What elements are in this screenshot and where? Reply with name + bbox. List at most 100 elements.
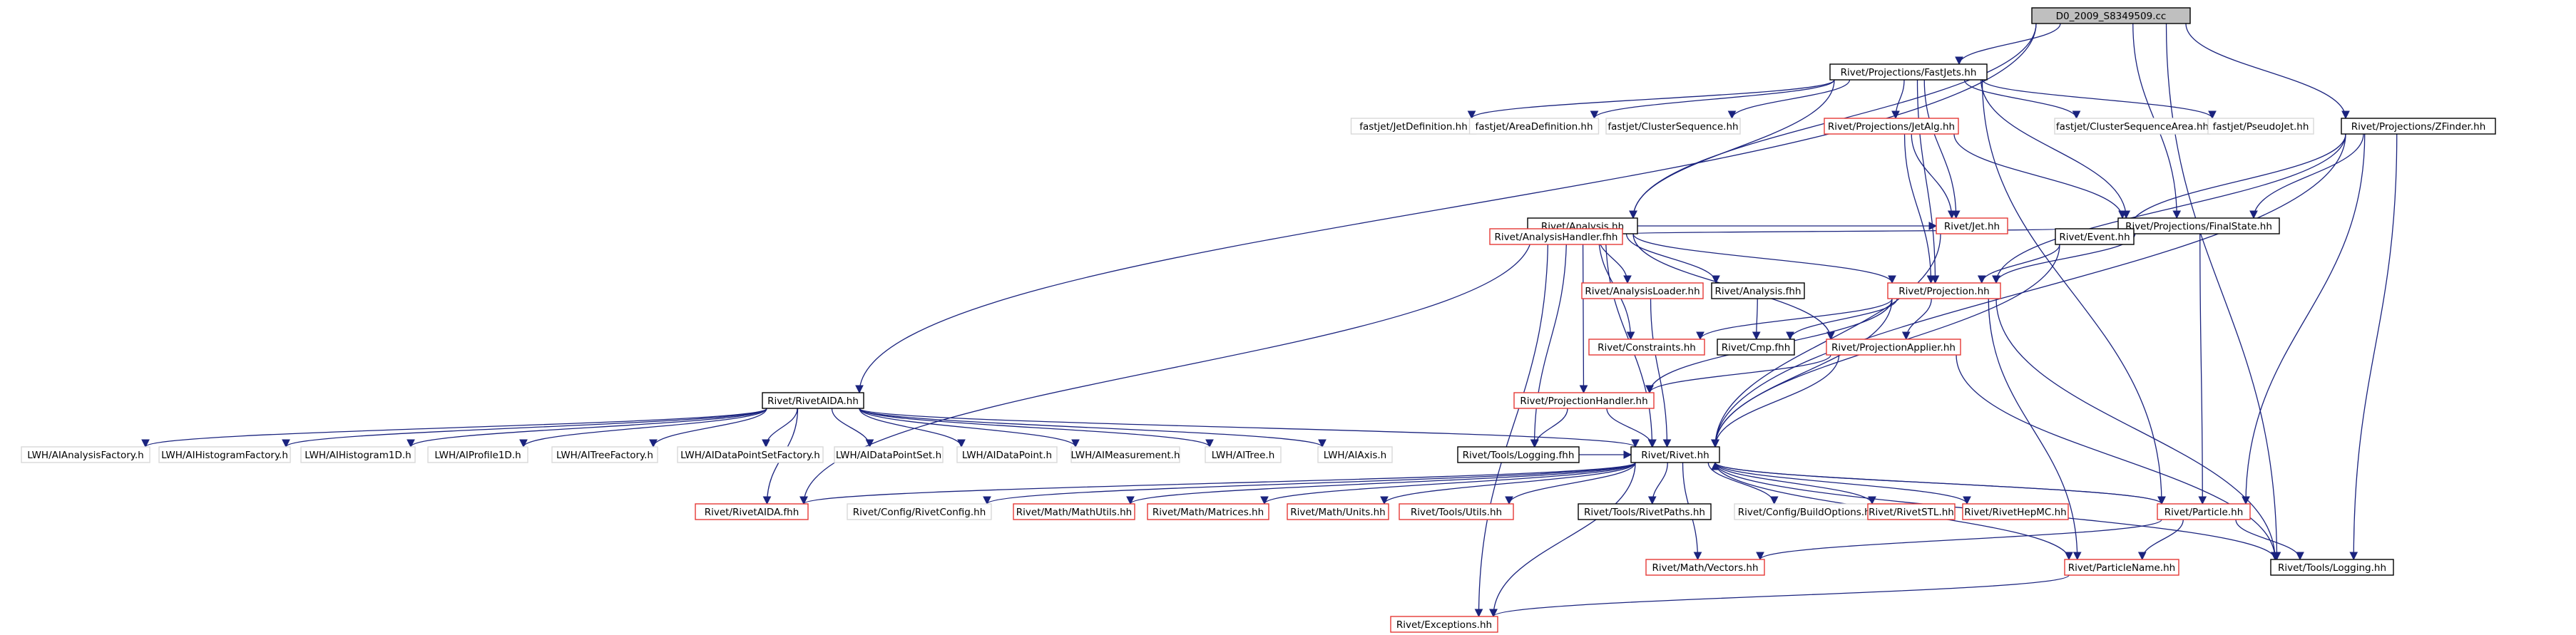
- edge-fastjets-to-jetalg: [1891, 79, 1905, 120]
- node-label: fastjet/PseudoJet.hh: [2213, 121, 2309, 133]
- node-label: Rivet/Analysis.fhh: [1714, 286, 1801, 297]
- node-areadef: fastjet/AreaDefinition.hh: [1468, 118, 1600, 135]
- edge-analysis-to-projhandler: [1579, 233, 1588, 394]
- node-root[interactable]: D0_2009_S8349509.cc: [2031, 7, 2191, 24]
- node-aloader[interactable]: Rivet/AnalysisLoader.hh: [1581, 282, 1704, 299]
- node-label: Rivet/Jet.hh: [1944, 221, 2000, 232]
- node-box: [2064, 559, 2179, 576]
- node-box: [2031, 7, 2191, 24]
- node-label: LWH/AIMeasurement.h: [1070, 450, 1180, 461]
- node-rivetaidafhh[interactable]: Rivet/RivetAIDA.fhh: [695, 503, 809, 520]
- node-rivethepmc[interactable]: Rivet/RivetHepMC.hh: [1962, 503, 2069, 520]
- edge-pname-to-exceptions: [1489, 574, 2070, 618]
- edge-analysis-to-rivetaidafhh: [799, 233, 1533, 505]
- edge-jetalg-to-finalstate: [1953, 133, 2127, 220]
- edge-rivetaida-to-rivethh: [859, 408, 1640, 448]
- edge-rivethh-to-units: [1380, 462, 1636, 505]
- node-rivetaida[interactable]: Rivet/RivetAIDA.hh: [762, 392, 864, 409]
- edge-fastjets-to-csarea: [1963, 79, 2081, 120]
- node-lwh8: LWH/AIDataPoint.h: [956, 446, 1058, 463]
- node-rivetstl[interactable]: Rivet/RivetSTL.hh: [1867, 503, 1956, 520]
- node-units[interactable]: Rivet/Math/Units.hh: [1287, 503, 1389, 520]
- node-label: Rivet/Projections/ZFinder.hh: [2351, 121, 2486, 133]
- node-label: Rivet/Tools/Logging.hh: [2278, 562, 2386, 574]
- node-mathutils[interactable]: Rivet/Math/MathUtils.hh: [1013, 503, 1135, 520]
- node-zfinder[interactable]: Rivet/Projections/ZFinder.hh: [2341, 118, 2496, 135]
- node-label: Rivet/ProjectionApplier.hh: [1831, 342, 1956, 353]
- node-lwh2: LWH/AIHistogramFactory.h: [158, 446, 291, 463]
- node-particle[interactable]: Rivet/Particle.hh: [2157, 503, 2251, 520]
- node-label: Rivet/Tools/RivetPaths.hh: [1584, 507, 1705, 518]
- node-jet[interactable]: Rivet/Jet.hh: [1936, 217, 2008, 234]
- edge-zfinder-to-particle: [2242, 133, 2366, 505]
- edge-layer: [141, 23, 2398, 618]
- edge-rivethh-to-mathutils: [1126, 462, 1636, 505]
- node-toolsutils[interactable]: Rivet/Tools/Utils.hh: [1399, 503, 1514, 520]
- node-constraints[interactable]: Rivet/Constraints.hh: [1588, 339, 1705, 356]
- node-box: [1867, 503, 1956, 520]
- node-box: [2117, 217, 2280, 234]
- node-label: Rivet/RivetAIDA.fhh: [705, 507, 799, 518]
- node-pname[interactable]: Rivet/ParticleName.hh: [2064, 559, 2179, 576]
- edge-rivetaida-to-lwh10: [859, 408, 1214, 448]
- node-label: Rivet/Rivet.hh: [1641, 450, 1709, 461]
- node-box: [1457, 446, 1580, 463]
- node-lwh1: LWH/AIAnalysisFactory.h: [21, 446, 150, 463]
- edge-zfinder-to-finalstate: [2249, 133, 2364, 220]
- node-toolslog[interactable]: Rivet/Tools/Logging.hh: [2270, 559, 2394, 576]
- node-label: Rivet/Math/Vectors.hh: [1652, 562, 1758, 574]
- node-vectors[interactable]: Rivet/Math/Vectors.hh: [1645, 559, 1765, 576]
- node-label: Rivet/Tools/Logging.fhh: [1463, 450, 1575, 461]
- edge-rivetaida-to-lwh2: [282, 408, 767, 448]
- edge-projapplier-to-rivethh: [1711, 354, 1840, 448]
- edge-fastjets-to-projection: [1916, 79, 1940, 284]
- node-box: [1070, 446, 1180, 463]
- node-ahandler[interactable]: Rivet/AnalysisHandler.fhh: [1489, 228, 1623, 245]
- node-jetalg[interactable]: Rivet/Projections/JetAlg.hh: [1824, 118, 1959, 135]
- edge-rivethh-to-matrices: [1260, 462, 1636, 505]
- node-clusterseq: fastjet/ClusterSequence.hh: [1605, 118, 1741, 135]
- node-box: [1287, 503, 1389, 520]
- edge-analysis-to-analysisfhh: [1625, 233, 1720, 284]
- node-lwh4: LWH/AIProfile1D.h: [427, 446, 528, 463]
- node-label: Rivet/Exceptions.hh: [1396, 619, 1492, 631]
- node-label: LWH/AITreeFactory.h: [556, 450, 653, 461]
- node-rivetpaths[interactable]: Rivet/Tools/RivetPaths.hh: [1578, 503, 1712, 520]
- node-jetdef: fastjet/JetDefinition.hh: [1350, 118, 1477, 135]
- edge-rivethh-to-rivetpaths: [1647, 462, 1668, 505]
- node-lwh3: LWH/AIHistogram1D.h: [300, 446, 416, 463]
- node-finalstate[interactable]: Rivet/Projections/FinalState.hh: [2117, 217, 2280, 234]
- node-exceptions[interactable]: Rivet/Exceptions.hh: [1390, 616, 1498, 633]
- edge-rivethh-to-toolsutils: [1505, 462, 1636, 505]
- node-projection[interactable]: Rivet/Projection.hh: [1887, 282, 2001, 299]
- node-box: [1513, 392, 1655, 409]
- node-box: [956, 446, 1058, 463]
- node-cmpfhh[interactable]: Rivet/Cmp.fhh: [1717, 339, 1795, 356]
- edge-finalstate-to-particle: [2198, 233, 2207, 505]
- node-event[interactable]: Rivet/Event.hh: [2055, 228, 2135, 245]
- node-label: Rivet/Projection.hh: [1898, 286, 1989, 297]
- node-label: LWH/AIHistogramFactory.h: [161, 450, 288, 461]
- node-box: [1588, 339, 1705, 356]
- edge-rivethh-to-rivetaidafhh: [799, 462, 1636, 505]
- node-box: [2341, 118, 2496, 135]
- node-box: [1581, 282, 1704, 299]
- edge-projhandler-to-rivethh: [1606, 408, 1657, 448]
- node-box: [1205, 446, 1282, 463]
- edge-projection-to-cmpfhh: [1786, 298, 1898, 341]
- node-lwh11: LWH/AIAxis.h: [1317, 446, 1393, 463]
- node-box: [1013, 503, 1135, 520]
- node-projhandler[interactable]: Rivet/ProjectionHandler.hh: [1513, 392, 1655, 409]
- edge-projection-to-constraints: [1696, 298, 1893, 341]
- node-projapplier[interactable]: Rivet/ProjectionApplier.hh: [1826, 339, 1961, 356]
- node-lwh10: LWH/AITree.h: [1205, 446, 1282, 463]
- node-fastjets[interactable]: Rivet/Projections/FastJets.hh: [1829, 63, 1988, 81]
- node-label: Rivet/AnalysisLoader.hh: [1585, 286, 1700, 297]
- node-toolslogfhh[interactable]: Rivet/Tools/Logging.fhh: [1457, 446, 1580, 463]
- node-label: fastjet/ClusterSequence.hh: [1608, 121, 1738, 133]
- node-rivethh[interactable]: Rivet/Rivet.hh: [1630, 446, 1720, 463]
- node-matrices[interactable]: Rivet/Math/Matrices.hh: [1147, 503, 1269, 520]
- node-box: [1630, 446, 1720, 463]
- node-analysisfhh[interactable]: Rivet/Analysis.fhh: [1711, 282, 1805, 299]
- edge-projection-to-projapplier: [1901, 298, 1932, 341]
